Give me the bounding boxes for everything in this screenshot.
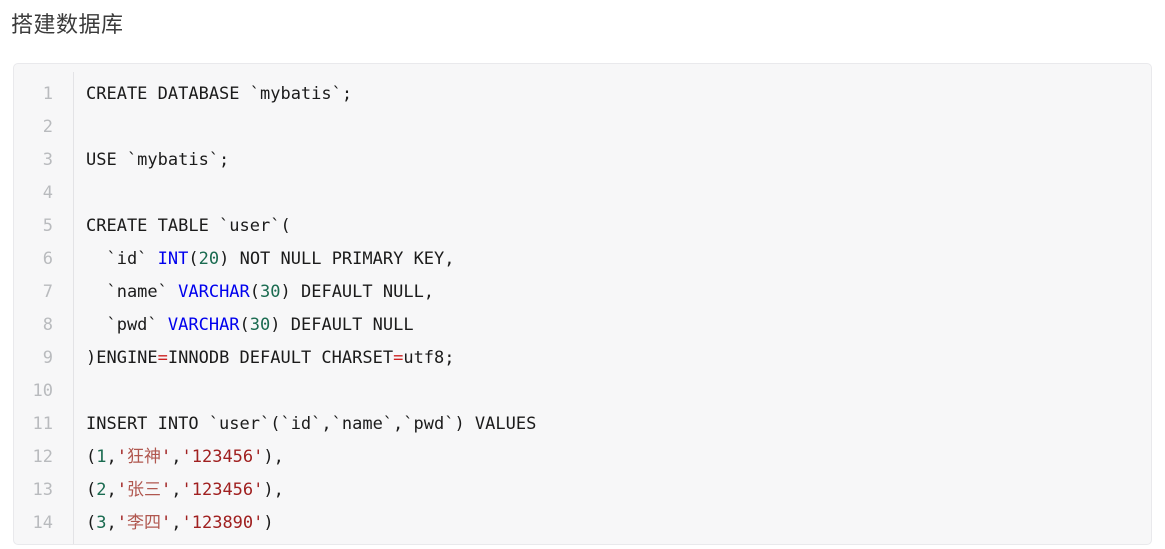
code-token-plain: , (171, 480, 182, 500)
code-token-plain: ) DEFAULT NULL, (280, 282, 435, 302)
code-line: 12(1,'狂神','123456'), (14, 441, 1151, 474)
code-token-type: INT (157, 249, 189, 269)
code-line-text: `id` INT(20) NOT NULL PRIMARY KEY, (86, 243, 455, 276)
code-token-operator: = (157, 348, 168, 368)
code-token-number: 20 (198, 249, 220, 269)
code-token-plain: ( (239, 315, 250, 335)
code-token-string: '123456' (181, 480, 264, 500)
code-token-plain: ( (188, 249, 199, 269)
code-token-number: 30 (249, 315, 271, 335)
line-number: 8 (42, 315, 53, 335)
code-token-plain: )ENGINE (86, 348, 158, 368)
line-number: 14 (32, 513, 53, 533)
code-line: 5 CREATE TABLE `user`( (14, 210, 1151, 243)
code-line-text: (3,'李四','123890') (86, 507, 274, 540)
line-number: 13 (32, 480, 53, 500)
line-number: 6 (42, 249, 53, 269)
code-token-operator: = (393, 348, 404, 368)
code-block[interactable]: 1 CREATE DATABASE `mybatis`; 2 3 USE `mybati… (13, 63, 1152, 545)
code-token-string: '123456' (181, 447, 264, 467)
code-token-number: 2 (96, 480, 107, 500)
code-token-string: 李四 (127, 513, 161, 533)
code-line-text: `name` VARCHAR(30) DEFAULT NULL, (86, 276, 434, 309)
code-token-plain: ), (263, 447, 284, 467)
code-line-text: INSERT INTO `user`(`id`,`name`,`pwd`) VA… (86, 408, 536, 441)
line-number: 10 (32, 381, 53, 401)
code-token-string: ' (116, 480, 127, 500)
code-token-string: 狂神 (127, 447, 161, 467)
code-line: 1 CREATE DATABASE `mybatis`; (14, 78, 1151, 111)
code-token-string: ' (116, 447, 127, 467)
line-number: 5 (42, 216, 53, 236)
line-number: 1 (42, 84, 53, 104)
line-number: 7 (42, 282, 53, 302)
code-token-type: VARCHAR (167, 315, 240, 335)
code-line: 10 (14, 375, 1151, 408)
code-token-type: VARCHAR (178, 282, 250, 302)
code-token-plain: , (106, 513, 117, 533)
code-token-string: '123890' (181, 513, 264, 533)
code-token-plain: ) DEFAULT NULL (270, 315, 414, 335)
code-line-text: USE `mybatis`; (86, 144, 229, 177)
code-token-plain: , (171, 447, 182, 467)
code-line: 2 (14, 111, 1151, 144)
code-token-number: 30 (260, 282, 281, 302)
code-token-plain: CREATE DATABASE `mybatis`; (86, 84, 353, 104)
code-line-text: CREATE TABLE `user`( (86, 210, 291, 243)
code-token-string: ' (116, 513, 127, 533)
code-token-plain: , (106, 447, 117, 467)
code-line: 6 `id` INT(20) NOT NULL PRIMARY KEY, (14, 243, 1151, 276)
code-token-plain: ) (263, 513, 274, 533)
code-line: 13(2,'张三','123456'), (14, 474, 1151, 507)
code-line-text: `pwd` VARCHAR(30) DEFAULT NULL (86, 309, 414, 342)
code-token-plain: `name` (86, 282, 179, 302)
code-token-plain: USE `mybatis`; (86, 150, 230, 170)
code-line-text: )ENGINE=INNODB DEFAULT CHARSET=utf8; (86, 342, 455, 375)
code-token-plain: ( (86, 513, 97, 533)
code-token-plain: INNODB DEFAULT CHARSET (167, 348, 394, 368)
code-token-string: ' (161, 513, 172, 533)
line-number: 9 (42, 348, 53, 368)
code-token-plain: CREATE TABLE `user`( (86, 216, 291, 236)
code-token-plain: ) NOT NULL PRIMARY KEY, (219, 249, 455, 269)
code-token-string: ' (161, 480, 172, 500)
code-token-plain: `pwd` (86, 315, 168, 335)
code-lines-container: 1 CREATE DATABASE `mybatis`; 2 3 USE `mybati… (14, 64, 1151, 540)
code-line: 4 (14, 177, 1151, 210)
code-token-plain: ( (249, 282, 261, 302)
code-line-text: (1,'狂神','123456'), (86, 441, 284, 474)
code-token-plain: , (106, 480, 117, 500)
line-number: 3 (42, 150, 53, 170)
code-token-plain: utf8; (403, 348, 455, 368)
code-line: 8 `pwd` VARCHAR(30) DEFAULT NULL (14, 309, 1151, 342)
code-line: 7 `name` VARCHAR(30) DEFAULT NULL, (14, 276, 1151, 309)
code-token-plain: ), (263, 480, 284, 500)
code-token-number: 1 (96, 447, 107, 467)
code-token-plain: `id` (86, 249, 158, 269)
line-number: 4 (42, 183, 53, 203)
code-token-plain: INSERT INTO `user`(`id`,`name`,`pwd`) VA… (86, 414, 537, 434)
code-token-plain: ( (86, 480, 97, 500)
code-line: 9)ENGINE=INNODB DEFAULT CHARSET=utf8; (14, 342, 1151, 375)
code-token-number: 3 (96, 513, 107, 533)
code-line: 14(3,'李四','123890') (14, 507, 1151, 540)
line-number: 12 (32, 447, 53, 467)
code-line: 11 INSERT INTO `user`(`id`,`name`,`pwd`) … (14, 408, 1151, 441)
code-token-string: 张三 (127, 480, 161, 500)
code-line: 3 USE `mybatis`; (14, 144, 1151, 177)
code-token-string: ' (161, 447, 172, 467)
line-number: 2 (42, 117, 53, 137)
gutter-divider (73, 72, 74, 544)
page-title: 搭建数据库 (11, 12, 124, 37)
code-line-text: CREATE DATABASE `mybatis`; (86, 78, 352, 111)
line-number: 11 (32, 414, 53, 434)
code-token-plain: , (171, 513, 182, 533)
code-token-plain: ( (86, 447, 97, 467)
code-line-text: (2,'张三','123456'), (86, 474, 284, 507)
